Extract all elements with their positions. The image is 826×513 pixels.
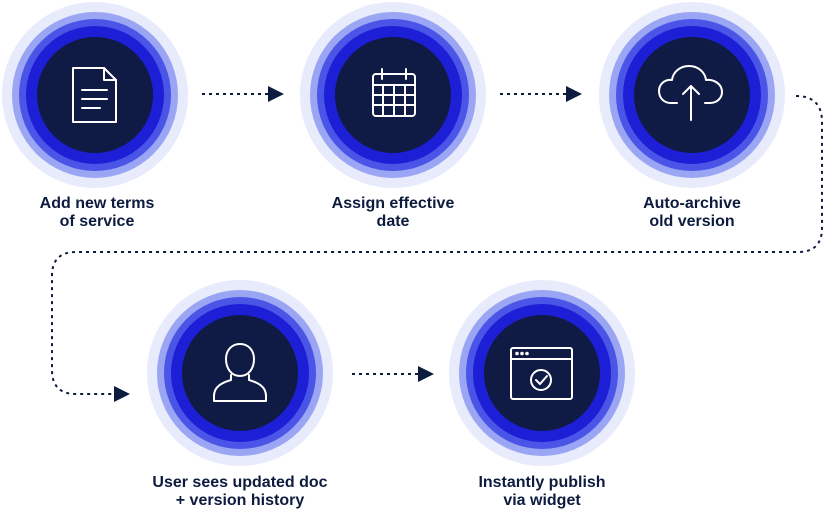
label-line-2: date — [376, 213, 410, 230]
step-circle — [300, 2, 486, 188]
user-icon — [213, 343, 267, 402]
step-label: Assign effective date — [273, 195, 513, 231]
label-line-2: via widget — [503, 492, 581, 509]
step-circle — [599, 2, 785, 188]
step-label: Instantly publish via widget — [422, 474, 662, 510]
label-line-1: Instantly publish — [478, 474, 606, 491]
step-label: User sees updated doc + version history — [120, 474, 360, 510]
step-circle — [147, 280, 333, 466]
label-line-1: Auto-archive — [643, 195, 741, 212]
step-label: Add new terms of service — [0, 195, 217, 231]
label-line-1: Assign effective — [331, 195, 455, 212]
step-circle — [2, 2, 188, 188]
cloud-upload-icon — [658, 65, 723, 121]
label-line-2: + version history — [175, 492, 305, 509]
document-icon — [72, 67, 117, 123]
browser-check-icon — [510, 347, 573, 400]
label-line-2: of service — [59, 213, 135, 230]
label-line-2: old version — [649, 213, 735, 230]
calendar-icon — [372, 68, 416, 117]
label-line-1: User sees updated doc — [152, 474, 328, 491]
step-circle — [449, 280, 635, 466]
step-label: Auto-archive old version — [572, 195, 812, 231]
label-line-1: Add new terms — [39, 195, 155, 212]
